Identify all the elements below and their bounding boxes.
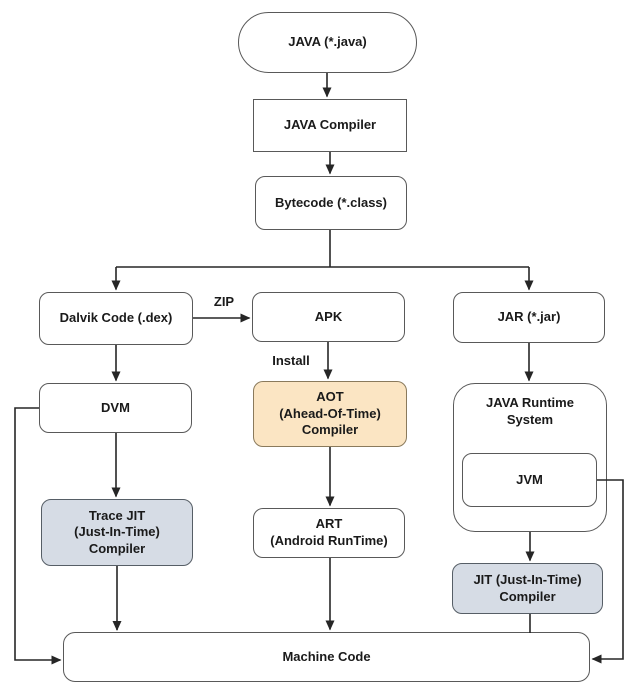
node-apk: APK xyxy=(252,292,405,342)
node-java-source: JAVA (*.java) xyxy=(238,12,417,73)
node-machine-code: Machine Code xyxy=(63,632,590,682)
node-jvm: JVM xyxy=(462,453,597,507)
node-trace-jit-compiler: Trace JIT (Just-In-Time) Compiler xyxy=(41,499,193,566)
node-java-compiler: JAVA Compiler xyxy=(253,99,407,152)
edge-label-zip: ZIP xyxy=(213,294,235,309)
edge-label-install: Install xyxy=(272,353,310,368)
node-bytecode: Bytecode (*.class) xyxy=(255,176,407,230)
node-dvm: DVM xyxy=(39,383,192,433)
node-jit-compiler: JIT (Just-In-Time) Compiler xyxy=(452,563,603,614)
node-art: ART (Android RunTime) xyxy=(253,508,405,558)
node-aot-compiler: AOT (Ahead-Of-Time) Compiler xyxy=(253,381,407,447)
node-dalvik-code: Dalvik Code (.dex) xyxy=(39,292,193,345)
node-jar: JAR (*.jar) xyxy=(453,292,605,343)
